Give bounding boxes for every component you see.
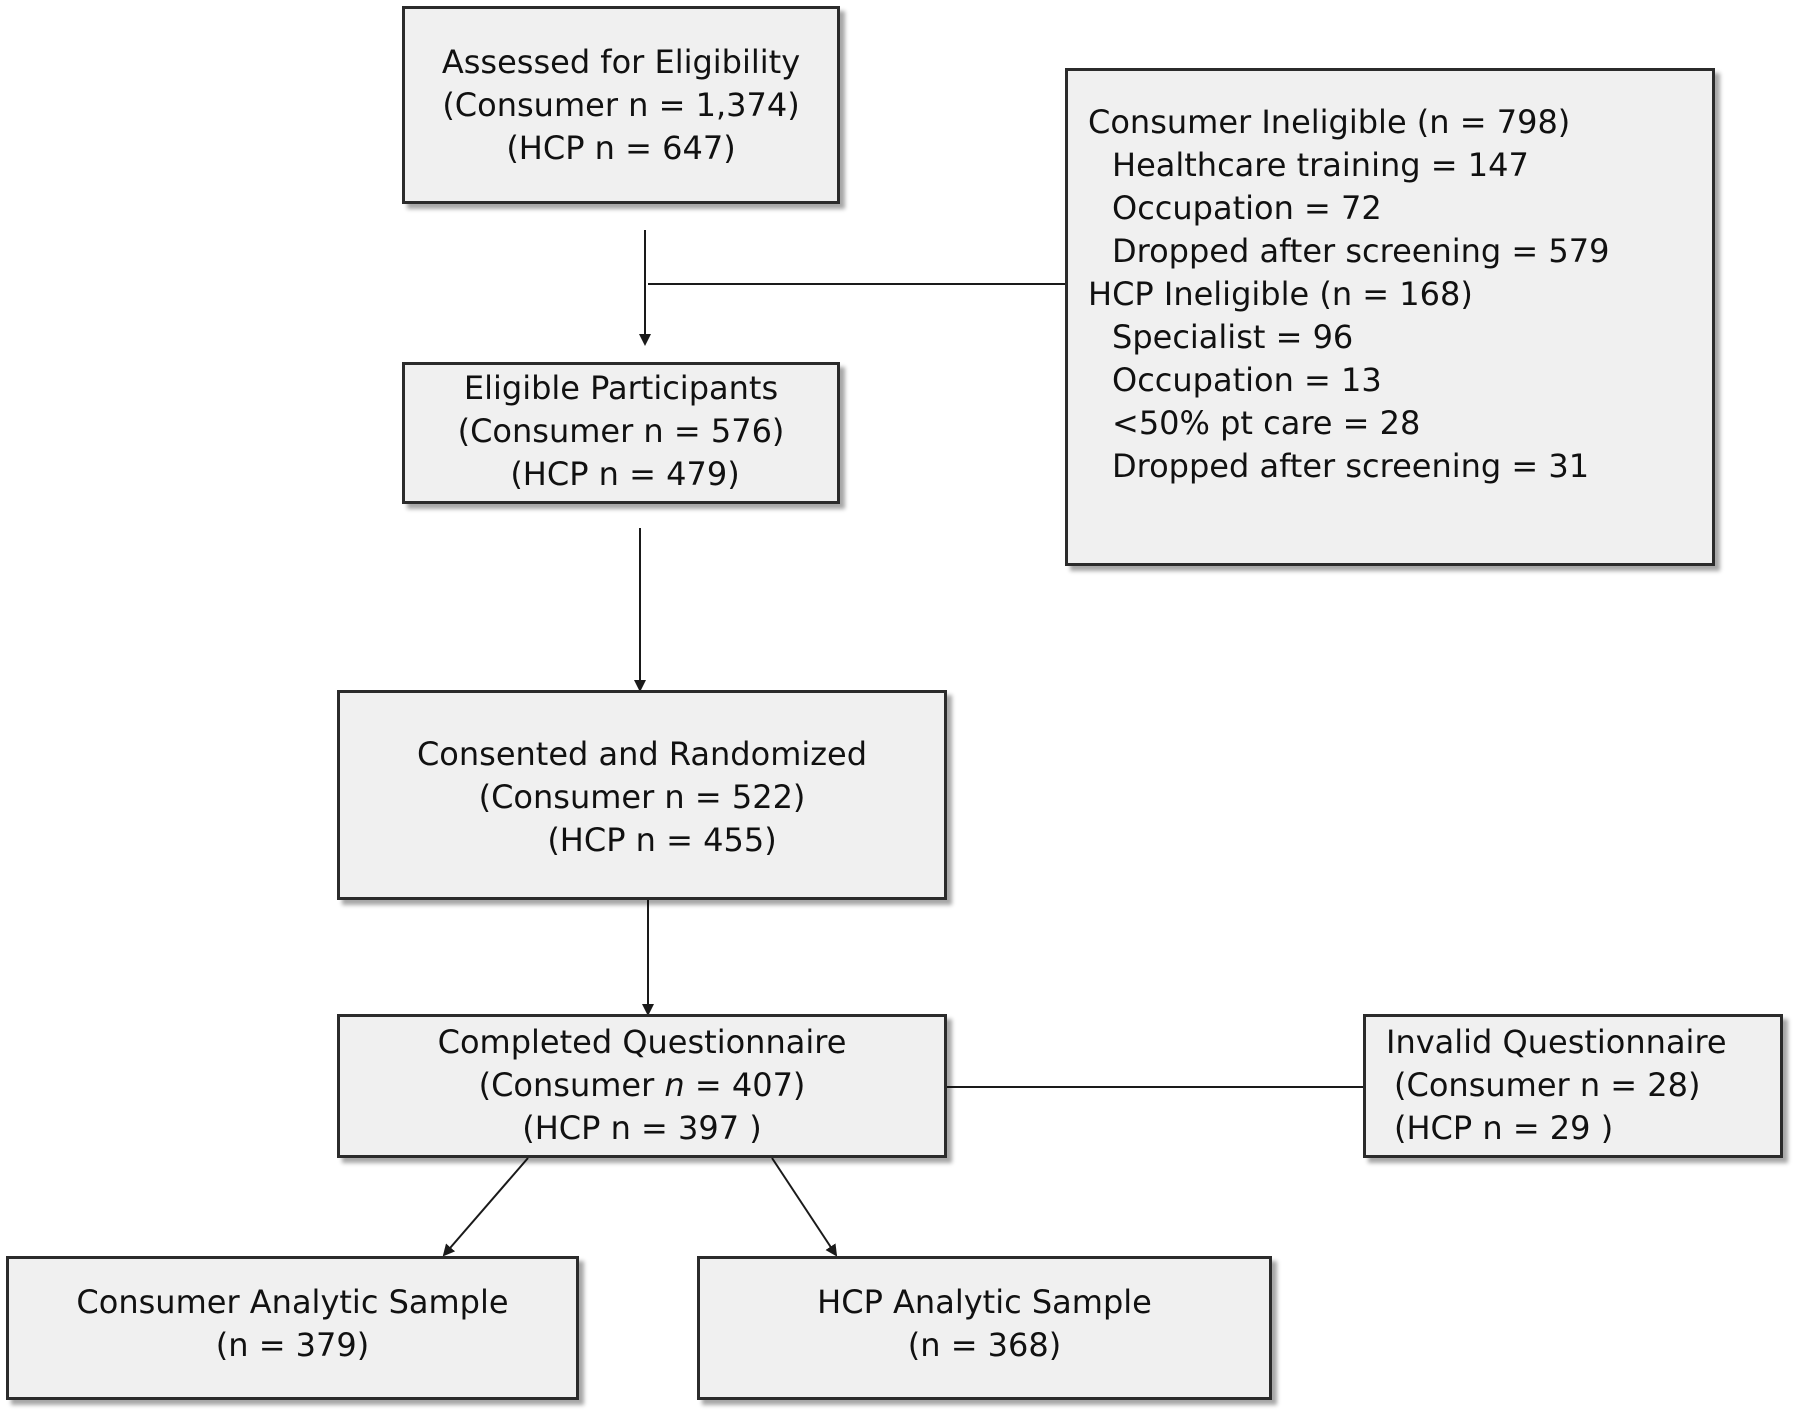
- hcp-sample-box: HCP Analytic Sample (n = 368): [697, 1256, 1272, 1400]
- consumer-ineligible-header: Consumer Ineligible (n = 798): [1088, 103, 1571, 141]
- assessed-consumer: (Consumer n = 1,374): [442, 86, 800, 124]
- eligible-box: Eligible Participants (Consumer n = 576)…: [402, 362, 840, 504]
- hcp-ineligible-item: Dropped after screening = 31: [1112, 447, 1590, 485]
- arrow-to-hcp-sample: [771, 1157, 838, 1257]
- eligible-title: Eligible Participants: [463, 369, 779, 407]
- hcp-sample-title: HCP Analytic Sample: [817, 1283, 1152, 1321]
- completed-hcp: (HCP n = 397 ): [522, 1109, 762, 1147]
- consented-consumer: (Consumer n = 522): [478, 778, 806, 816]
- assessed-title: Assessed for Eligibility: [441, 43, 801, 81]
- consumer-ineligible-item: Occupation = 72: [1112, 189, 1382, 227]
- consumer-sample-title: Consumer Analytic Sample: [76, 1283, 509, 1321]
- invalid-title: Invalid Questionnaire: [1386, 1023, 1727, 1061]
- eligible-consumer: (Consumer n = 576): [457, 412, 785, 450]
- consumer-ineligible-item: Healthcare training = 147: [1112, 146, 1529, 184]
- hcp-ineligible-item: Occupation = 13: [1112, 361, 1382, 399]
- assessed-hcp: (HCP n = 647): [506, 129, 736, 167]
- eligible-hcp: (HCP n = 479): [510, 455, 740, 493]
- arrow-to-consumer-sample: [442, 1157, 529, 1257]
- completed-title: Completed Questionnaire: [437, 1023, 847, 1061]
- hcp-ineligible-header: HCP Ineligible (n = 168): [1088, 275, 1473, 313]
- consented-box: Consented and Randomized (Consumer n = 5…: [337, 690, 947, 900]
- consumer-sample-box: Consumer Analytic Sample (n = 379): [6, 1256, 579, 1400]
- consumer-sample-n: (n = 379): [215, 1326, 370, 1364]
- consented-hcp: (HCP n = 455): [547, 821, 777, 859]
- ineligible-box: Consumer Ineligible (n = 798) Healthcare…: [1065, 68, 1715, 566]
- hcp-ineligible-item: Specialist = 96: [1112, 318, 1354, 356]
- completed-consumer: (Consumer n = 407): [340, 1064, 944, 1107]
- invalid-consumer: (Consumer n = 28): [1394, 1066, 1701, 1104]
- hcp-ineligible-item: <50% pt care = 28: [1112, 404, 1421, 442]
- assessed-box: Assessed for Eligibility (Consumer n = 1…: [402, 6, 840, 204]
- completed-consumer-prefix: (Consumer: [478, 1066, 665, 1104]
- consumer-ineligible-item: Dropped after screening = 579: [1112, 232, 1610, 270]
- completed-box: Completed Questionnaire (Consumer n = 40…: [337, 1014, 947, 1158]
- completed-consumer-n: n: [664, 1066, 685, 1104]
- completed-consumer-suffix: = 407): [684, 1066, 806, 1104]
- invalid-box: Invalid Questionnaire (Consumer n = 28) …: [1363, 1014, 1783, 1158]
- consented-title: Consented and Randomized: [416, 735, 868, 773]
- invalid-hcp: (HCP n = 29 ): [1394, 1109, 1614, 1147]
- hcp-sample-n: (n = 368): [907, 1326, 1062, 1364]
